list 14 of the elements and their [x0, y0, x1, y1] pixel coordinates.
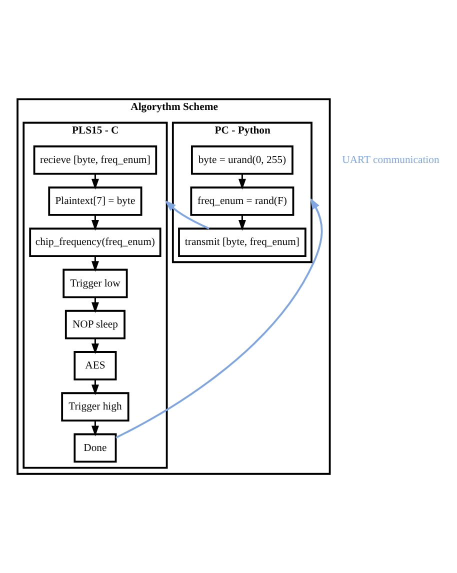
label: UART communication [342, 154, 440, 166]
node-box: chip_frequency(freq_enum) [29, 228, 162, 257]
node-box: Trigger low [62, 268, 128, 298]
node-box: byte = urand(0, 255) [190, 145, 294, 175]
node-box: NOP sleep [64, 310, 126, 340]
arrow [91, 297, 99, 313]
arrow [115, 198, 323, 439]
node-box: freq_enum = rand(F) [190, 186, 294, 216]
node-box: Plaintext[7] = byte [48, 186, 142, 216]
node-box: transmit [byte, freq_enum] [178, 228, 306, 257]
node-box: AES [74, 351, 117, 380]
node-box: Trigger high [61, 392, 130, 422]
node-box: Done [74, 433, 117, 463]
node-box: recieve [byte, freq_enum] [33, 145, 158, 175]
